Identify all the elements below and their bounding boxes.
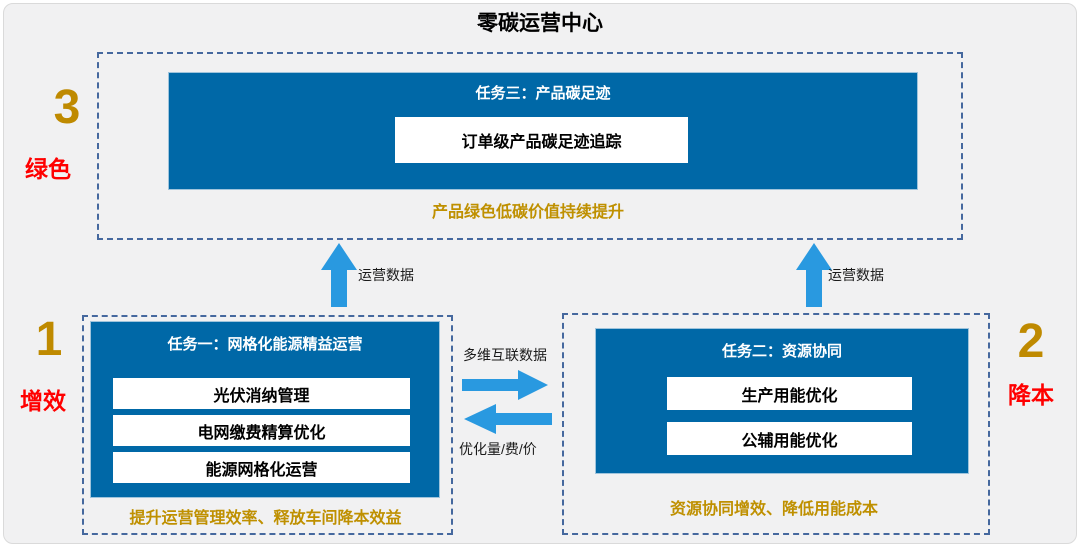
- task3-item-order-carbon-tracking: 订单级产品碳足迹追踪: [395, 117, 688, 163]
- task1-caption: 提升运营管理效率、释放车间降本效益: [129, 510, 402, 527]
- to-right-arrow-label: 多维互联数据: [463, 347, 547, 363]
- right-section-number: 2: [1017, 315, 1045, 368]
- right-up-arrow-label: 运营数据: [828, 267, 884, 283]
- left-arrow-icon: [464, 404, 552, 434]
- task3-title: 任务三：产品碳足迹: [475, 85, 611, 102]
- up-arrow-icon: [321, 243, 357, 307]
- task2-title: 任务二：资源协同: [721, 343, 842, 360]
- task1-item-grid-payment: 电网缴费精算优化: [113, 415, 410, 446]
- left-up-arrow-label: 运营数据: [358, 267, 414, 283]
- task1-item-energy-grid-ops: 能源网格化运营: [113, 452, 410, 483]
- to-left-arrow-label: 优化量/费/价: [459, 441, 537, 457]
- task3-blue-panel: 任务三：产品碳足迹: [168, 72, 918, 190]
- task1-item-pv-management: 光伏消纳管理: [113, 378, 410, 409]
- top-section-tag: 绿色: [25, 156, 71, 182]
- task1-title: 任务一：网格化能源精益运营: [167, 336, 363, 353]
- right-section-tag: 降本: [1008, 382, 1054, 408]
- top-section-dashed-frame: [97, 52, 963, 240]
- left-section-dashed-frame: [82, 315, 453, 535]
- page-title: 零碳运营中心: [477, 12, 603, 35]
- top-section-number: 3: [53, 81, 81, 134]
- task3-caption: 产品绿色低碳价值持续提升: [431, 204, 624, 221]
- task2-item-production-energy: 生产用能优化: [667, 377, 912, 410]
- right-arrow-icon: [462, 370, 548, 400]
- up-arrow-icon: [796, 243, 832, 307]
- left-section-tag: 增效: [20, 388, 66, 414]
- task2-item-utility-energy: 公辅用能优化: [667, 422, 912, 455]
- right-section-dashed-frame: [562, 313, 990, 535]
- left-section-number: 1: [35, 313, 63, 366]
- task2-caption: 资源协同增效、降低用能成本: [669, 501, 878, 518]
